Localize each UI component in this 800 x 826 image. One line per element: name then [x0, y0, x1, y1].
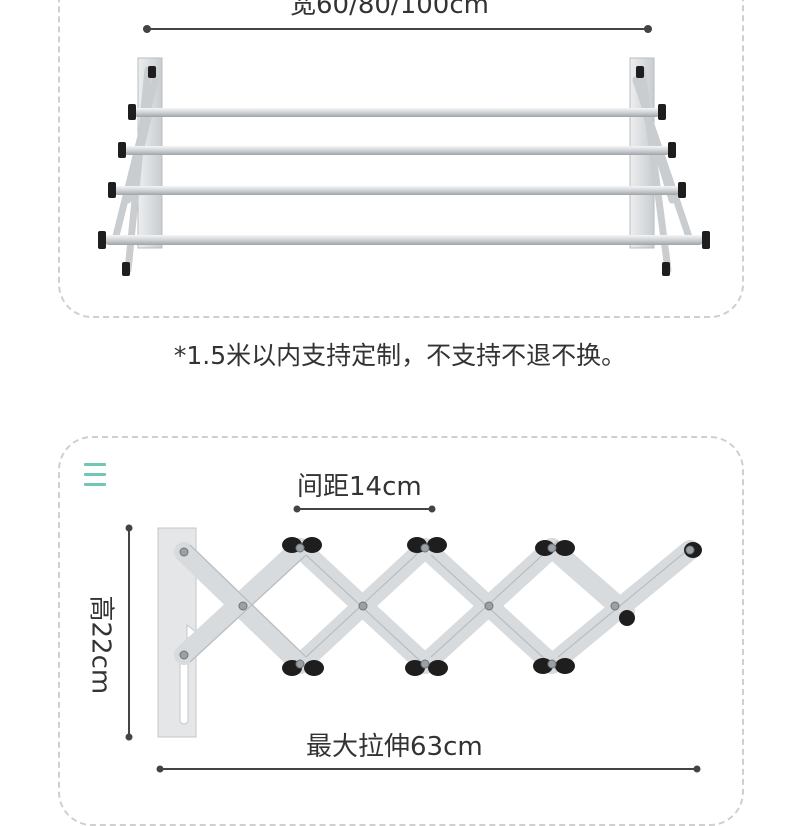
customization-note: *1.5米以内支持定制，不支持不退不换。	[173, 341, 627, 370]
rod-end-caps	[98, 66, 710, 276]
rod-1	[134, 108, 660, 117]
rod-2	[124, 146, 670, 155]
max-extend-dimension-label: 最大拉伸63cm	[306, 732, 483, 762]
width-dimension-end-left	[143, 25, 151, 33]
menu-icon	[84, 463, 106, 489]
width-dimension-label: 宽60/80/100cm	[290, 0, 489, 20]
rod-3	[114, 186, 680, 195]
rivets	[179, 543, 695, 669]
scissor-arm-edges	[189, 540, 697, 672]
bottom-illustration	[125, 505, 702, 773]
product-panel-top	[58, 0, 744, 318]
width-dimension-end-right	[644, 25, 652, 33]
rod-4	[104, 235, 704, 245]
top-illustration	[98, 25, 710, 276]
spacing-dimension-label: 间距14cm	[297, 472, 422, 502]
